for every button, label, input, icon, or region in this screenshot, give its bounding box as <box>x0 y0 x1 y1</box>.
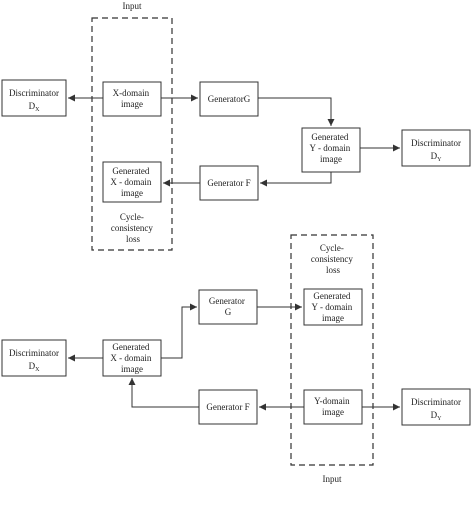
top-diagram: Input Cycle- consistency loss Discrimina… <box>1 1 471 251</box>
bottom-discriminator-y: Discriminator DY <box>401 388 471 426</box>
svg-text:Generated X - domain: Generated X - domain image <box>110 166 153 198</box>
top-generated-x-image: Generated X - domain image <box>102 161 162 203</box>
top-generated-y-image: Generated Y - domain image <box>301 127 361 173</box>
svg-text:DX: DX <box>29 361 41 373</box>
bottom-input-label: Input <box>323 474 342 484</box>
top-cycle-loss-label: Cycle- consistency loss <box>111 212 155 244</box>
svg-text:Discriminator: Discriminator <box>411 397 461 407</box>
svg-text:GeneratorG: GeneratorG <box>208 94 251 104</box>
bottom-y-domain-image: Y-domain image <box>303 389 363 425</box>
bottom-generator-f: Generator F <box>198 389 258 425</box>
top-discriminator-x-symbol: DX <box>29 101 41 113</box>
top-discriminator-y: Discriminator DY <box>401 129 471 167</box>
svg-text:Discriminator: Discriminator <box>9 348 59 358</box>
svg-text:Generated X - domain: Generated X - domain image <box>110 342 153 374</box>
svg-text:Generator F: Generator F <box>206 402 249 412</box>
svg-text:DY: DY <box>431 410 443 422</box>
svg-text:Generated Y - domain: Generated Y - domain image <box>310 132 353 164</box>
bottom-generated-y-image: Generated Y - domain image <box>303 288 363 326</box>
bottom-arrow-generator-f-to-generated-x <box>128 378 199 408</box>
svg-text:Discriminator: Discriminator <box>411 138 461 148</box>
top-arrow-generator-g-to-generated-y <box>258 97 335 126</box>
svg-text:X-domain image: X-domain image <box>113 88 152 109</box>
bottom-arrow-generated-x-to-generator-g <box>161 303 197 359</box>
top-input-region <box>91 17 173 251</box>
bottom-discriminator-x: Discriminator DX <box>1 339 67 377</box>
top-x-domain-image: X-domain image <box>102 81 162 117</box>
top-generator-f: Generator F <box>199 165 259 201</box>
svg-text:Generator G: Generator G <box>209 296 247 317</box>
svg-text:Generator F: Generator F <box>207 178 250 188</box>
bottom-generated-x-image: Generated X - domain image <box>102 339 162 377</box>
top-generator-g: GeneratorG <box>199 81 259 117</box>
bottom-generator-g: Generator G <box>198 289 258 325</box>
top-input-label: Input <box>123 1 142 11</box>
bottom-diagram: Cycle- consistency loss Generator G Gene… <box>1 234 471 484</box>
top-discriminator-x: Discriminator DX <box>1 79 67 117</box>
top-arrow-generated-y-to-generator-f <box>260 172 332 187</box>
bottom-input-region <box>290 234 374 466</box>
svg-text:Generated Y - domain: Generated Y - domain image <box>312 291 355 323</box>
svg-text:Y-domain image: Y-domain image <box>314 396 352 417</box>
bottom-cycle-loss-label: Cycle- consistency loss <box>311 243 355 275</box>
svg-text:DY: DY <box>431 151 443 163</box>
top-discriminator-x-label: Discriminator <box>9 88 59 98</box>
